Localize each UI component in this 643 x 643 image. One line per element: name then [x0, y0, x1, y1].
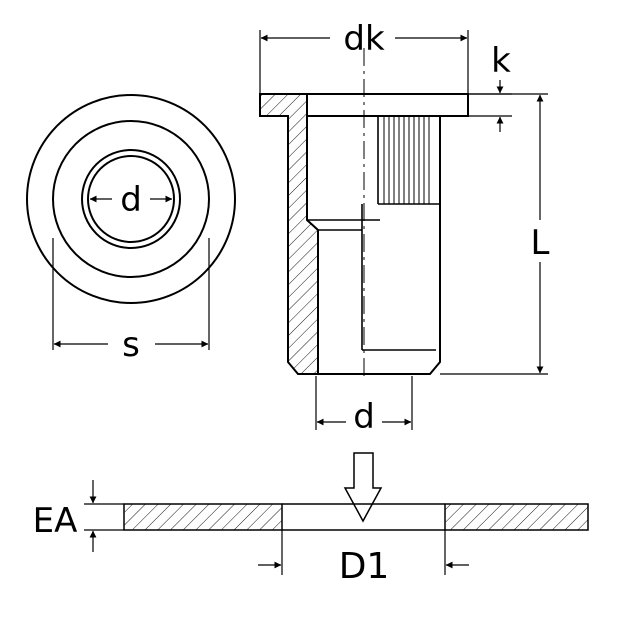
EA-label: EA	[33, 501, 78, 541]
top-view-d-label: d	[120, 180, 142, 220]
L-label: L	[531, 223, 550, 263]
bottom-d-dimension	[315, 376, 413, 430]
outer-circle	[26, 94, 236, 304]
inner-circle-outer-wall	[81, 149, 181, 249]
D1-label: D1	[339, 546, 390, 587]
top-view	[26, 94, 236, 304]
plate-left	[123, 503, 283, 531]
k-label: k	[491, 41, 511, 81]
L-dimension	[440, 93, 548, 375]
plate-right	[444, 503, 589, 531]
dk-dimension	[259, 30, 469, 94]
knurled-section	[383, 116, 430, 204]
section-hatch-left	[259, 93, 319, 375]
s-dimension	[52, 238, 210, 350]
flange-right	[307, 93, 469, 117]
EA-dimension	[84, 480, 124, 552]
side-view	[259, 48, 469, 380]
insertion-arrow	[343, 452, 383, 523]
k-dimension	[468, 80, 512, 132]
middle-circle	[52, 120, 210, 278]
bottom-d-label: d	[353, 397, 375, 437]
body-right-wall	[318, 116, 441, 375]
inner-circle-bore	[87, 155, 175, 243]
dk-label: dk	[343, 19, 385, 59]
D1-dimension	[258, 530, 469, 575]
plate-section	[123, 503, 589, 531]
s-label: s	[122, 325, 140, 365]
